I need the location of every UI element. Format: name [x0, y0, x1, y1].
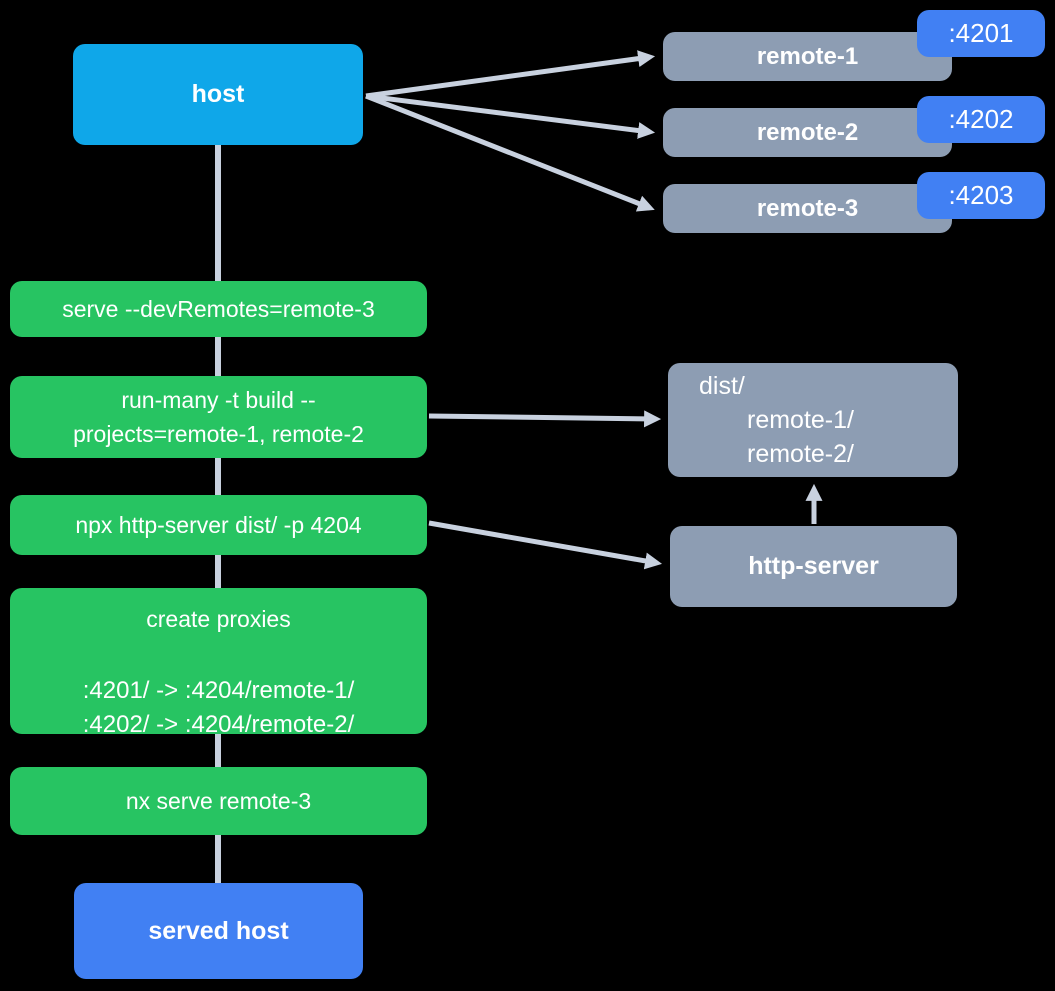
- dist-line-3: remote-2/: [747, 440, 854, 468]
- remote-1-label: remote-1: [756, 42, 859, 70]
- step-nx-serve-remote-3: nx serve remote-3: [10, 767, 427, 835]
- port-4201-label: :4201: [948, 18, 1014, 48]
- host-label: host: [191, 80, 245, 108]
- edge-host-to-remote-3: [365, 93, 655, 212]
- port-4202-label: :4202: [948, 104, 1014, 134]
- step-nxserve-label: nx serve remote-3: [125, 788, 312, 814]
- edge-http-to-httpserver: [428, 520, 663, 570]
- port-badge-4203: :4203: [917, 172, 1045, 219]
- step-npx-http-server: npx http-server dist/ -p 4204: [10, 495, 427, 555]
- edge-build-to-dist: [428, 410, 662, 428]
- node-served-host: served host: [74, 883, 363, 979]
- remote-2-label: remote-2: [756, 118, 859, 146]
- http-server-label: http-server: [748, 552, 879, 580]
- step-run-many-build: run-many -t build -- projects=remote-1, …: [10, 376, 427, 458]
- edge-host-to-remote-2: [365, 93, 656, 139]
- step-create-proxies: create proxies :4201/ -> :4204/remote-1/…: [10, 588, 427, 738]
- step-serve-label: serve --devRemotes=remote-3: [62, 296, 375, 322]
- step-build-line1: run-many -t build --: [121, 387, 316, 413]
- dist-line-1: dist/: [699, 372, 745, 400]
- dist-line-2: remote-1/: [747, 406, 854, 434]
- remote-3-label: remote-3: [756, 194, 859, 222]
- step-http-label: npx http-server dist/ -p 4204: [75, 512, 362, 538]
- port-badge-4202: :4202: [917, 96, 1045, 143]
- node-remote-2: remote-2: [663, 108, 952, 157]
- proxies-title: create proxies: [146, 606, 291, 632]
- node-remote-1: remote-1: [663, 32, 952, 81]
- step-serve-dev-remotes: serve --devRemotes=remote-3: [10, 281, 427, 337]
- node-host: host: [73, 44, 363, 145]
- port-badge-4201: :4201: [917, 10, 1045, 57]
- node-remote-3: remote-3: [663, 184, 952, 233]
- port-4203-label: :4203: [948, 180, 1014, 210]
- step-build-line2: projects=remote-1, remote-2: [73, 421, 364, 447]
- proxies-rule-2: :4202/ -> :4204/remote-2/: [82, 711, 355, 738]
- node-dist-folder: dist/ remote-1/ remote-2/: [668, 363, 958, 477]
- node-http-server: http-server: [670, 526, 957, 607]
- edge-host-to-remote-1: [365, 50, 656, 99]
- proxies-rule-1: :4201/ -> :4204/remote-1/: [82, 677, 355, 704]
- served-host-label: served host: [148, 916, 289, 945]
